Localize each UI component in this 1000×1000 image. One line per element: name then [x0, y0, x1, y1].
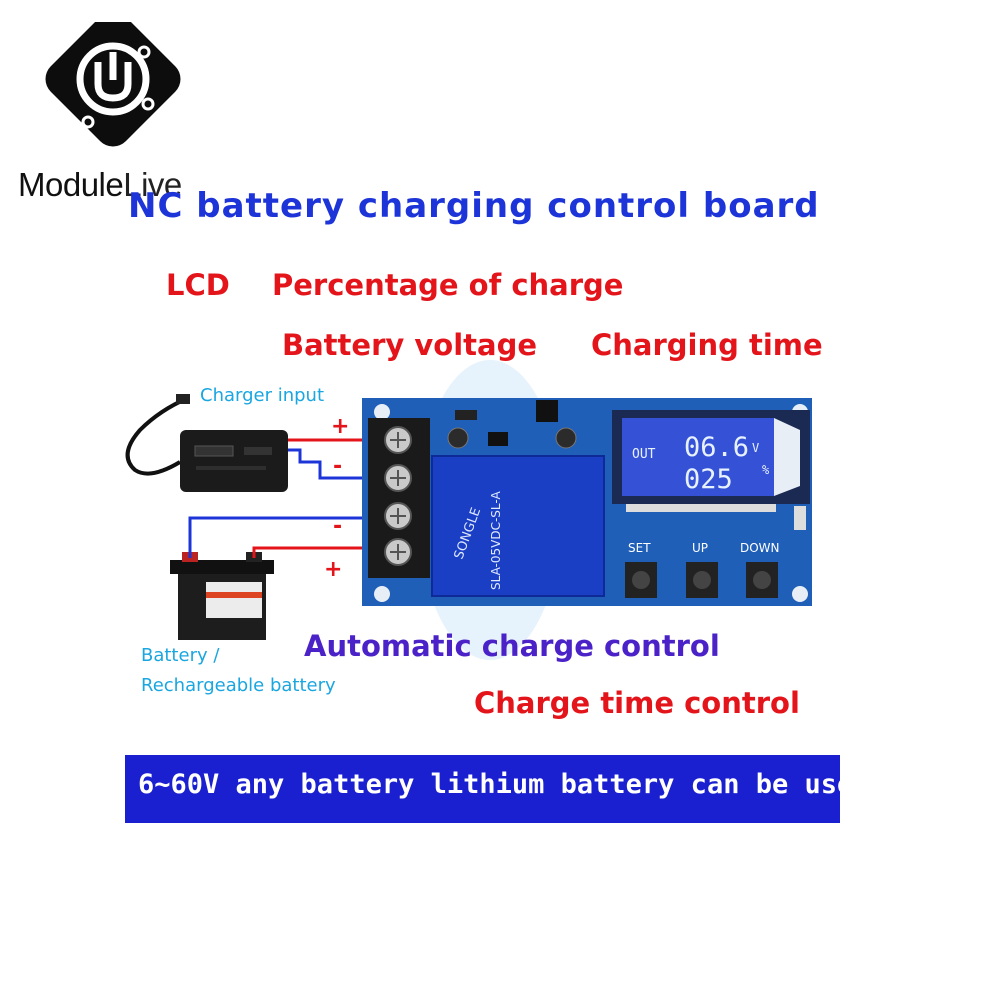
- up-label: UP: [692, 541, 708, 555]
- feature-lcd: LCD: [166, 268, 230, 302]
- relay-model: SLA-05VDC-SL-A: [489, 491, 503, 590]
- brand-name-part2: Live: [123, 166, 182, 203]
- feature-time-control: Charge time control: [474, 686, 800, 720]
- lcd-percent-value: 025: [684, 464, 733, 495]
- charger-plus-sign: +: [331, 414, 350, 439]
- battery-icon: [170, 552, 274, 640]
- charger-input-label: Charger input: [200, 385, 325, 406]
- control-board: SONGLE SLA-05VDC-SL-A OUT 06.6 V 025 % S…: [362, 398, 812, 606]
- set-label: SET: [628, 541, 651, 555]
- battery-label-line2: Rechargeable battery: [141, 675, 336, 696]
- charger-icon: [125, 394, 288, 492]
- lcd-voltage-value: 06.6: [684, 432, 749, 463]
- battery-plus-sign: +: [324, 557, 343, 582]
- battery-minus-sign: -: [333, 514, 343, 539]
- down-button: [746, 562, 778, 598]
- lcd-percent-unit: %: [762, 463, 770, 477]
- feature-voltage: Battery voltage: [282, 328, 537, 362]
- brand-name: ModuleLive: [18, 166, 182, 204]
- feature-auto-control: Automatic charge control: [304, 629, 720, 663]
- charger-minus-sign: -: [333, 454, 343, 479]
- feature-charging-time: Charging time: [591, 328, 823, 362]
- logo-icon: [45, 11, 181, 147]
- voltage-banner-text: 6~60V any battery lithium battery can be…: [138, 769, 870, 800]
- up-button: [686, 562, 718, 598]
- battery-label-line1: Battery /: [141, 645, 220, 666]
- lcd-voltage-unit: V: [752, 441, 759, 455]
- down-label: DOWN: [740, 541, 780, 555]
- feature-percentage: Percentage of charge: [272, 268, 624, 302]
- brand-logo: [28, 11, 198, 162]
- brand-name-part1: Module: [18, 166, 124, 203]
- set-button: [625, 562, 657, 598]
- voltage-banner: [125, 755, 840, 823]
- page-title: NC battery charging control board: [128, 186, 820, 226]
- lcd-out-label: OUT: [632, 447, 656, 462]
